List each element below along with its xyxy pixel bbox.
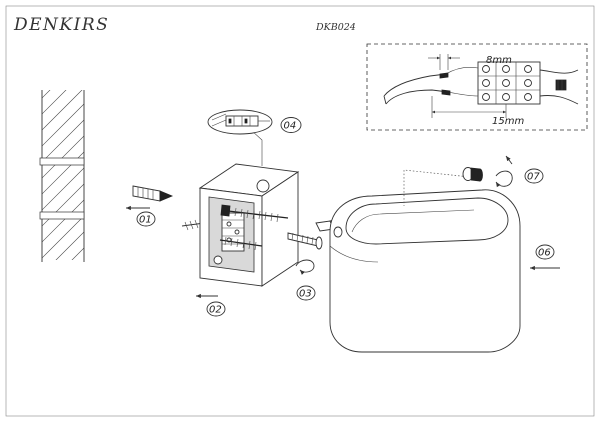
mounting-screw-middle [219,236,263,251]
mounting-screw-upper [220,204,289,223]
brand-title: DENKIRS [13,15,109,35]
svg-text:03: 03 [299,289,312,300]
svg-text:06: 06 [538,248,551,259]
cap-leader [403,169,471,206]
dim-label-8mm: 8mm [486,55,512,66]
lamp-shade [329,189,521,353]
sheet-border [5,5,595,417]
rotate-arrow-03 [295,259,315,275]
fixing-screw [287,232,323,250]
step-badge-01: 01 [136,211,156,227]
cap-nut [462,167,483,182]
svg-text:01: 01 [139,215,152,226]
step-badge-02: 02 [206,301,226,317]
model-number: DKB024 [315,22,356,33]
step-badge-06: 06 [535,244,555,260]
step-badge-04: 04 [280,117,302,133]
mounting-box [198,163,300,287]
arrow-07 [505,155,513,165]
svg-text:07: 07 [527,172,540,183]
step-badge-07: 07 [524,168,544,184]
inset-frame [366,43,588,131]
wiring-detail-inset: 8mm 15mm [366,43,588,131]
wiring-callout [207,109,273,135]
step-badge-03: 03 [296,285,316,301]
wall-plug-upper [132,185,174,202]
svg-text:04: 04 [284,121,297,132]
wall [39,90,85,262]
wall-hole-upper [39,157,85,166]
rotate-arrow-07 [495,170,513,188]
dim-label-15mm: 15mm [492,116,524,127]
svg-text:02: 02 [209,305,222,316]
wall-hole-lower [39,211,85,220]
